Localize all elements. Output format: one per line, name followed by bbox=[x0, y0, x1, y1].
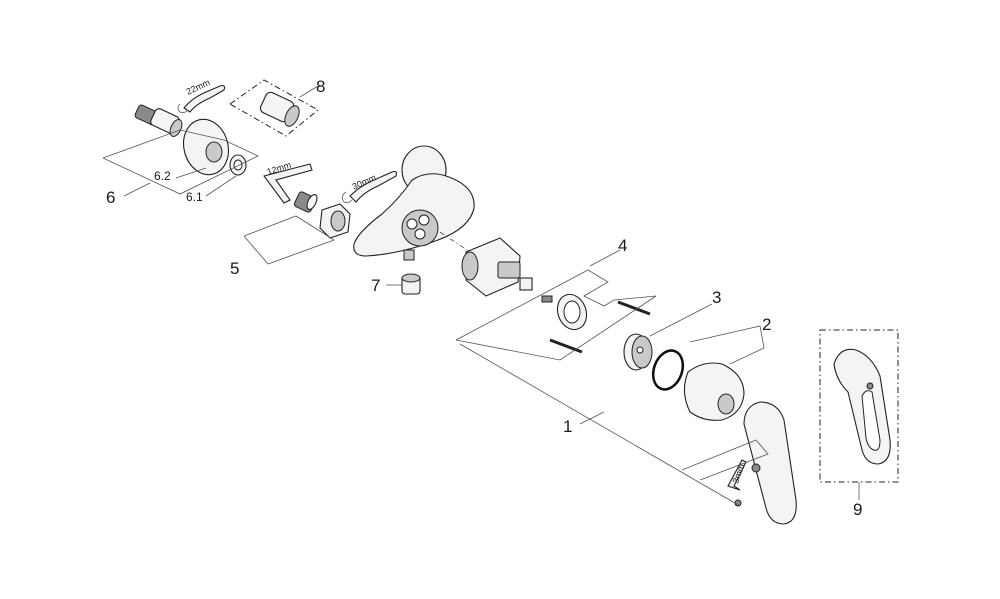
part-6-leader bbox=[102, 129, 259, 195]
callout-6: 6 bbox=[106, 188, 115, 207]
adapter-part bbox=[259, 91, 300, 127]
part-8-adapter-group bbox=[229, 79, 319, 137]
long-screw-lower-part bbox=[549, 338, 583, 354]
hex-key-3mm-icon bbox=[727, 459, 747, 491]
callout-2: 2 bbox=[762, 315, 771, 334]
part-2-sleeve bbox=[683, 362, 745, 421]
hex-key-12mm-icon bbox=[263, 163, 313, 204]
mixer-body-part bbox=[353, 145, 475, 261]
callout-4: 4 bbox=[618, 236, 627, 255]
callout-1: 1 bbox=[563, 417, 572, 436]
part-4-leader bbox=[455, 269, 657, 361]
part-6-connector-group: 22mm bbox=[102, 77, 259, 197]
retaining-ring-part bbox=[556, 293, 588, 331]
nipple-part bbox=[293, 191, 318, 213]
wrench-30mm-icon bbox=[342, 170, 398, 204]
callout-5: 5 bbox=[230, 259, 239, 278]
callout-6-1: 6.1 bbox=[186, 190, 203, 204]
part-7-restrictor bbox=[386, 273, 421, 295]
nut-part bbox=[319, 203, 351, 239]
alt-lever-handle-part bbox=[833, 348, 891, 465]
callout-9: 9 bbox=[853, 500, 862, 519]
callout-8: 8 bbox=[316, 77, 325, 96]
part-5-fittings-group bbox=[243, 170, 398, 265]
part-9-handle-box bbox=[819, 329, 899, 500]
escutcheon-6-2-part bbox=[182, 118, 230, 176]
part-8-dashed-box bbox=[229, 79, 319, 137]
long-screw-upper-part bbox=[617, 300, 651, 316]
cartridge-part bbox=[461, 237, 533, 297]
lever-handle-part bbox=[743, 401, 797, 525]
part-3-cap bbox=[623, 333, 653, 371]
o-ring-part bbox=[651, 349, 685, 391]
washer-6-1-part bbox=[229, 154, 247, 176]
dim-3mm-label: 3mm bbox=[730, 462, 746, 484]
wrench-22mm-icon bbox=[177, 84, 226, 114]
callout-3: 3 bbox=[712, 288, 721, 307]
threaded-connector-part bbox=[134, 104, 183, 137]
part-2-leader bbox=[689, 325, 765, 365]
callout-7: 7 bbox=[371, 276, 380, 295]
screw-small-part bbox=[541, 295, 553, 303]
part-1-leader bbox=[459, 343, 741, 507]
callout-6-2: 6.2 bbox=[154, 169, 171, 183]
part-5-leader bbox=[243, 215, 335, 265]
